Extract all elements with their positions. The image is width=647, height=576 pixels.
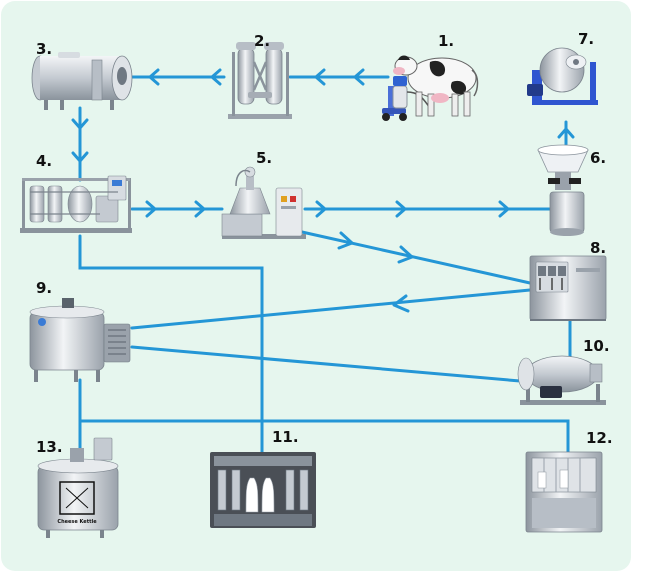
- arrow-diagonal-right: [397, 245, 414, 264]
- bottle-filler-icon: [210, 452, 316, 528]
- homogenizer-icon: [529, 255, 607, 321]
- butter-churn-icon: [527, 47, 598, 105]
- arrow-left: [148, 68, 160, 86]
- label-6: 6.: [590, 149, 606, 167]
- label-2: 2.: [254, 32, 270, 50]
- packaging-machine-icon: [525, 451, 603, 533]
- line-tank9-to-mixer: [130, 345, 522, 383]
- arrow-left: [314, 68, 326, 86]
- arrow-right: [145, 200, 157, 218]
- flow-arrows: [71, 68, 575, 313]
- arrow-down: [71, 118, 89, 130]
- line-header: [78, 419, 570, 454]
- equipment-labels: 1. 2. 3. 4. 5. 6. 7. 8. 9. 10. 11. 12. 1…: [36, 30, 613, 456]
- cheese-kettle-icon: Cheese Kettle: [37, 437, 119, 538]
- flow-lines: [78, 75, 572, 454]
- arrow-right: [395, 200, 407, 218]
- line-pasteurizer-to-filler: [78, 234, 264, 454]
- process-tank-icon: [29, 298, 131, 382]
- pasteurizer-icon: [20, 175, 132, 233]
- label-7: 7.: [578, 30, 594, 48]
- cow-milking-icon: [382, 55, 479, 121]
- line-homogenizer-to-tank9: [130, 288, 532, 330]
- label-1: 1.: [438, 32, 454, 50]
- separator-icon: [221, 166, 306, 239]
- cheese-kettle-print: Cheese Kettle: [57, 519, 97, 525]
- cream-separator-icon: [537, 144, 589, 236]
- label-9: 9.: [36, 279, 52, 297]
- arrow-right: [194, 200, 206, 218]
- cooling-tank-icon: [31, 52, 133, 110]
- arrow-diagonal-right: [337, 231, 354, 250]
- label-8: 8.: [590, 239, 606, 257]
- arrow-right: [315, 200, 327, 218]
- line-separator-to-homogenizer: [300, 230, 532, 285]
- label-10: 10.: [583, 337, 610, 355]
- label-5: 5.: [256, 149, 272, 167]
- arrow-left: [353, 68, 365, 86]
- arrow-up: [557, 127, 575, 139]
- label-13: 13.: [36, 438, 63, 456]
- arrow-down: [71, 151, 89, 163]
- filter-icon: [228, 42, 292, 119]
- label-4: 4.: [36, 152, 52, 170]
- label-11: 11.: [272, 428, 299, 446]
- mixer-icon: [517, 355, 606, 405]
- arrow-left: [210, 68, 222, 86]
- label-3: 3.: [36, 40, 52, 58]
- arrow-diagonal-left: [392, 294, 410, 313]
- label-12: 12.: [586, 429, 613, 447]
- arrow-right: [498, 200, 510, 218]
